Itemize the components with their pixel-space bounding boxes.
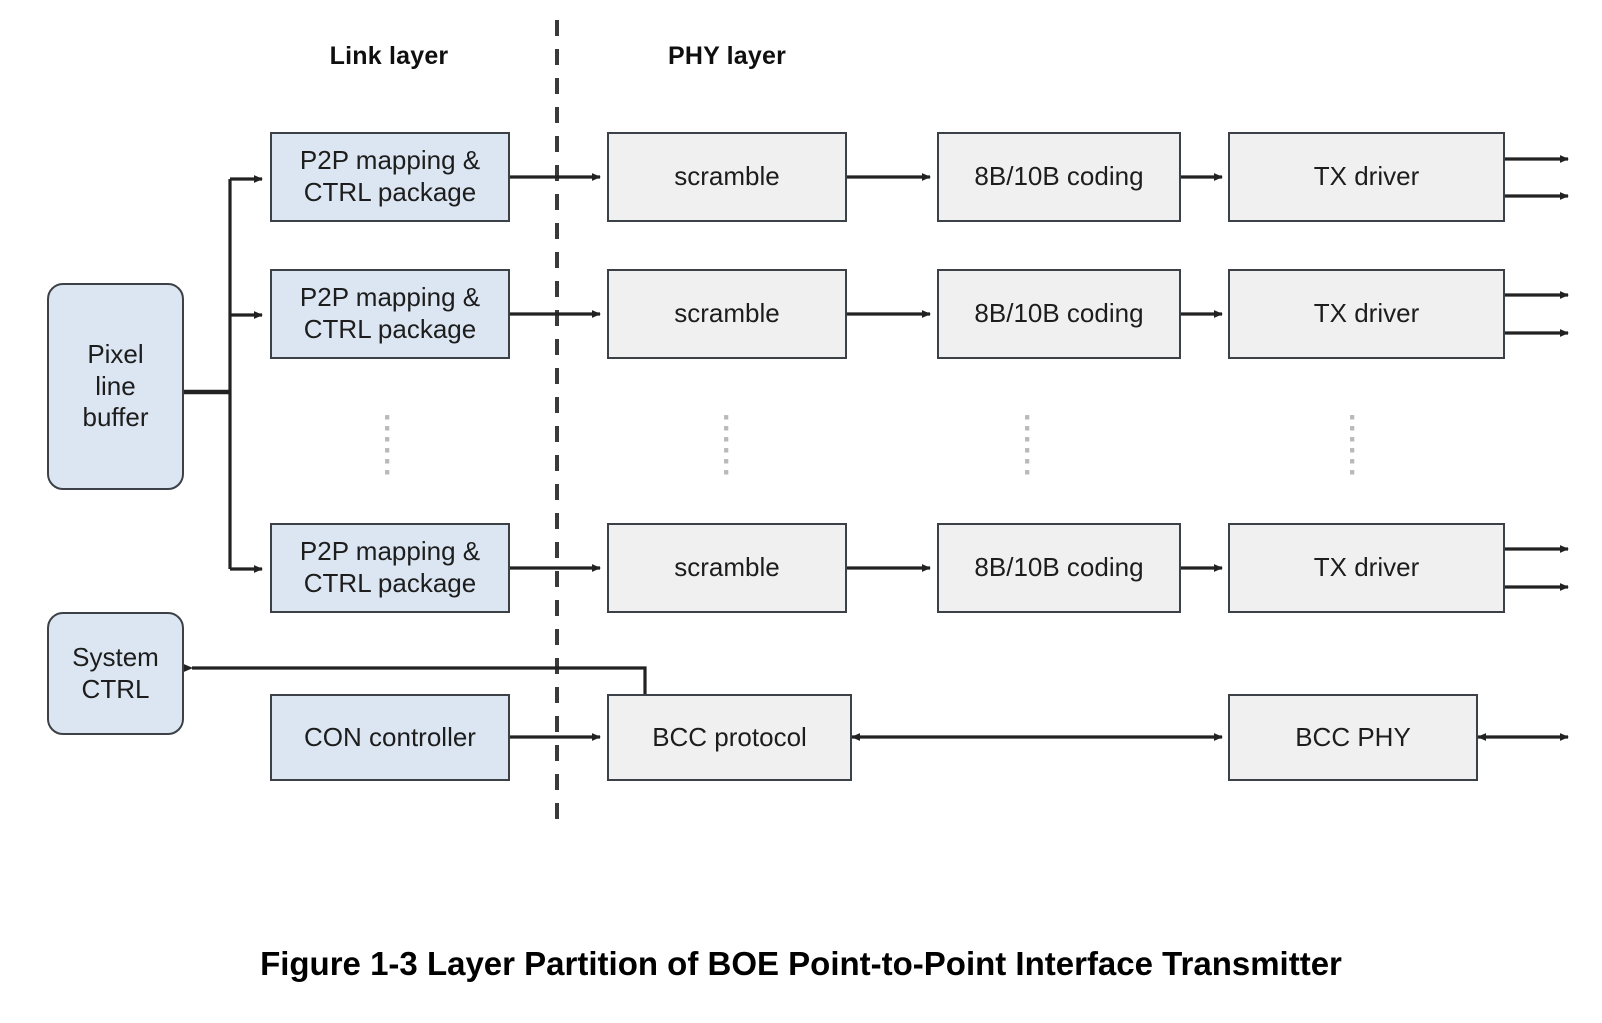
coding-3-label: 8B/10B coding bbox=[974, 552, 1144, 583]
pixel-line-buffer-line-2: line bbox=[95, 370, 136, 401]
con-controller-label: CON controller bbox=[304, 721, 476, 752]
tx-driver-3-label: TX driver bbox=[1313, 552, 1420, 583]
block-8b10b-coding-1[interactable]: 8B/10B coding bbox=[937, 132, 1181, 222]
block-system-ctrl[interactable]: System CTRL bbox=[47, 612, 184, 735]
pixel-line-buffer-line-1: Pixel bbox=[87, 338, 144, 369]
scramble-2-label: scramble bbox=[674, 298, 780, 329]
system-ctrl-line-1: System bbox=[72, 641, 159, 672]
p2p-3-line-1: P2P mapping & bbox=[299, 536, 481, 567]
tx-driver-2-label: TX driver bbox=[1313, 298, 1420, 329]
block-p2p-mapping-ctrl-package-2[interactable]: P2P mapping & CTRL package bbox=[270, 269, 510, 359]
scramble-3-label: scramble bbox=[674, 552, 780, 583]
block-scramble-1[interactable]: scramble bbox=[607, 132, 847, 222]
bcc-phy-label: BCC PHY bbox=[1295, 721, 1411, 752]
block-p2p-mapping-ctrl-package-1[interactable]: P2P mapping & CTRL package bbox=[270, 132, 510, 222]
block-tx-driver-2[interactable]: TX driver bbox=[1228, 269, 1505, 359]
block-con-controller[interactable]: CON controller bbox=[270, 694, 510, 781]
block-8b10b-coding-2[interactable]: 8B/10B coding bbox=[937, 269, 1181, 359]
block-scramble-2[interactable]: scramble bbox=[607, 269, 847, 359]
block-tx-driver-3[interactable]: TX driver bbox=[1228, 523, 1505, 613]
system-ctrl-line-2: CTRL bbox=[81, 673, 150, 704]
p2p-2-line-1: P2P mapping & bbox=[299, 282, 481, 313]
tx-driver-1-label: TX driver bbox=[1313, 161, 1420, 192]
ellipsis-scramble-column: ······ bbox=[722, 401, 732, 489]
ellipsis-link-column: ······ bbox=[383, 401, 393, 489]
phy-layer-header: PHY layer bbox=[667, 42, 787, 70]
link-layer-header: Link layer bbox=[329, 42, 449, 70]
scramble-1-label: scramble bbox=[674, 161, 780, 192]
figure-caption: Figure 1-3 Layer Partition of BOE Point-… bbox=[260, 945, 1342, 982]
p2p-1-line-2: CTRL package bbox=[303, 177, 477, 207]
block-bcc-protocol[interactable]: BCC protocol bbox=[607, 694, 852, 781]
block-pixel-line-buffer[interactable]: Pixel line buffer bbox=[47, 283, 184, 490]
coding-2-label: 8B/10B coding bbox=[974, 298, 1144, 329]
block-bcc-phy[interactable]: BCC PHY bbox=[1228, 694, 1478, 781]
p2p-2-line-2: CTRL package bbox=[303, 314, 477, 344]
wire-bcc-protocol-to-system-ctrl bbox=[184, 664, 647, 694]
p2p-1-line-1: P2P mapping & bbox=[299, 145, 481, 176]
block-p2p-mapping-ctrl-package-3[interactable]: P2P mapping & CTRL package bbox=[270, 523, 510, 613]
block-tx-driver-1[interactable]: TX driver bbox=[1228, 132, 1505, 222]
block-8b10b-coding-3[interactable]: 8B/10B coding bbox=[937, 523, 1181, 613]
coding-1-label: 8B/10B coding bbox=[974, 161, 1144, 192]
ellipsis-txdriver-column: ······ bbox=[1348, 401, 1358, 489]
bcc-protocol-label: BCC protocol bbox=[652, 721, 807, 752]
ellipsis-coding-column: ······ bbox=[1023, 401, 1033, 489]
p2p-3-line-2: CTRL package bbox=[303, 568, 477, 598]
block-scramble-3[interactable]: scramble bbox=[607, 523, 847, 613]
pixel-line-buffer-line-3: buffer bbox=[82, 402, 149, 433]
